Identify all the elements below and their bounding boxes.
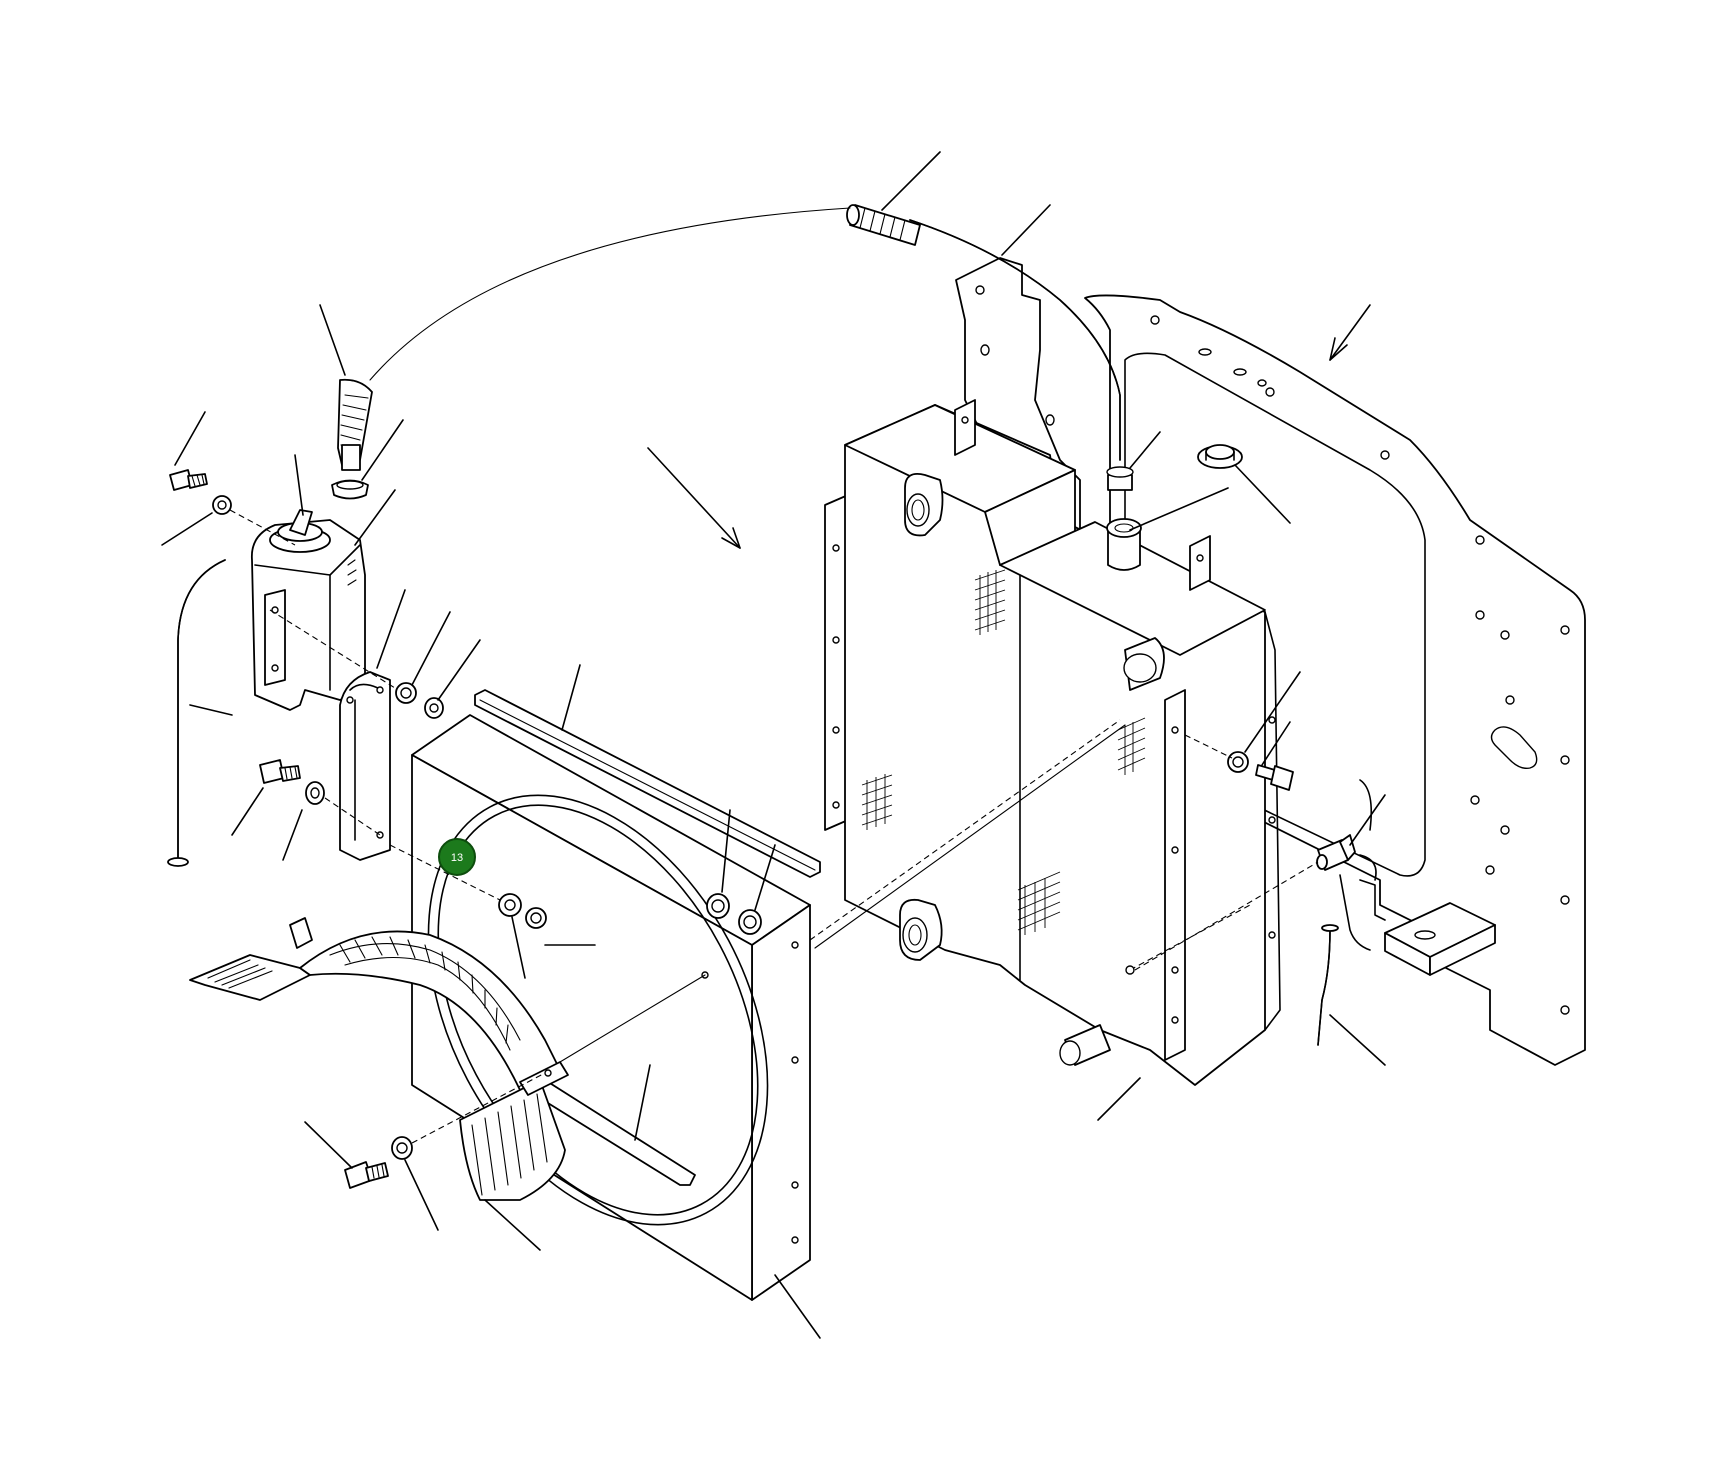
bolt-washer-top-left <box>169 469 296 546</box>
drain-hose <box>1317 924 1339 1046</box>
washer-nut-front <box>389 844 547 929</box>
fan-guard <box>189 917 569 1201</box>
radiator-core <box>824 399 1281 1086</box>
callout-13[interactable]: 13 <box>438 838 476 876</box>
overflow-tube <box>369 207 851 381</box>
coolant-reservoir <box>251 509 366 711</box>
seal-strip-top <box>474 689 821 878</box>
drain-valve <box>1134 834 1356 971</box>
reservoir-hose <box>167 559 226 867</box>
callout-13-circle[interactable] <box>438 838 476 876</box>
reservoir-bracket <box>339 671 391 861</box>
leader-lines <box>161 151 1386 1339</box>
bolt-washer-right <box>1184 734 1294 791</box>
bolt-washer-mid-left <box>259 759 381 836</box>
radiator-cap <box>1197 444 1243 469</box>
frame-panel <box>1084 294 1586 1066</box>
washer-nut-bracket <box>269 609 444 719</box>
breather-hose <box>331 378 373 500</box>
upper-hose <box>846 204 1134 491</box>
